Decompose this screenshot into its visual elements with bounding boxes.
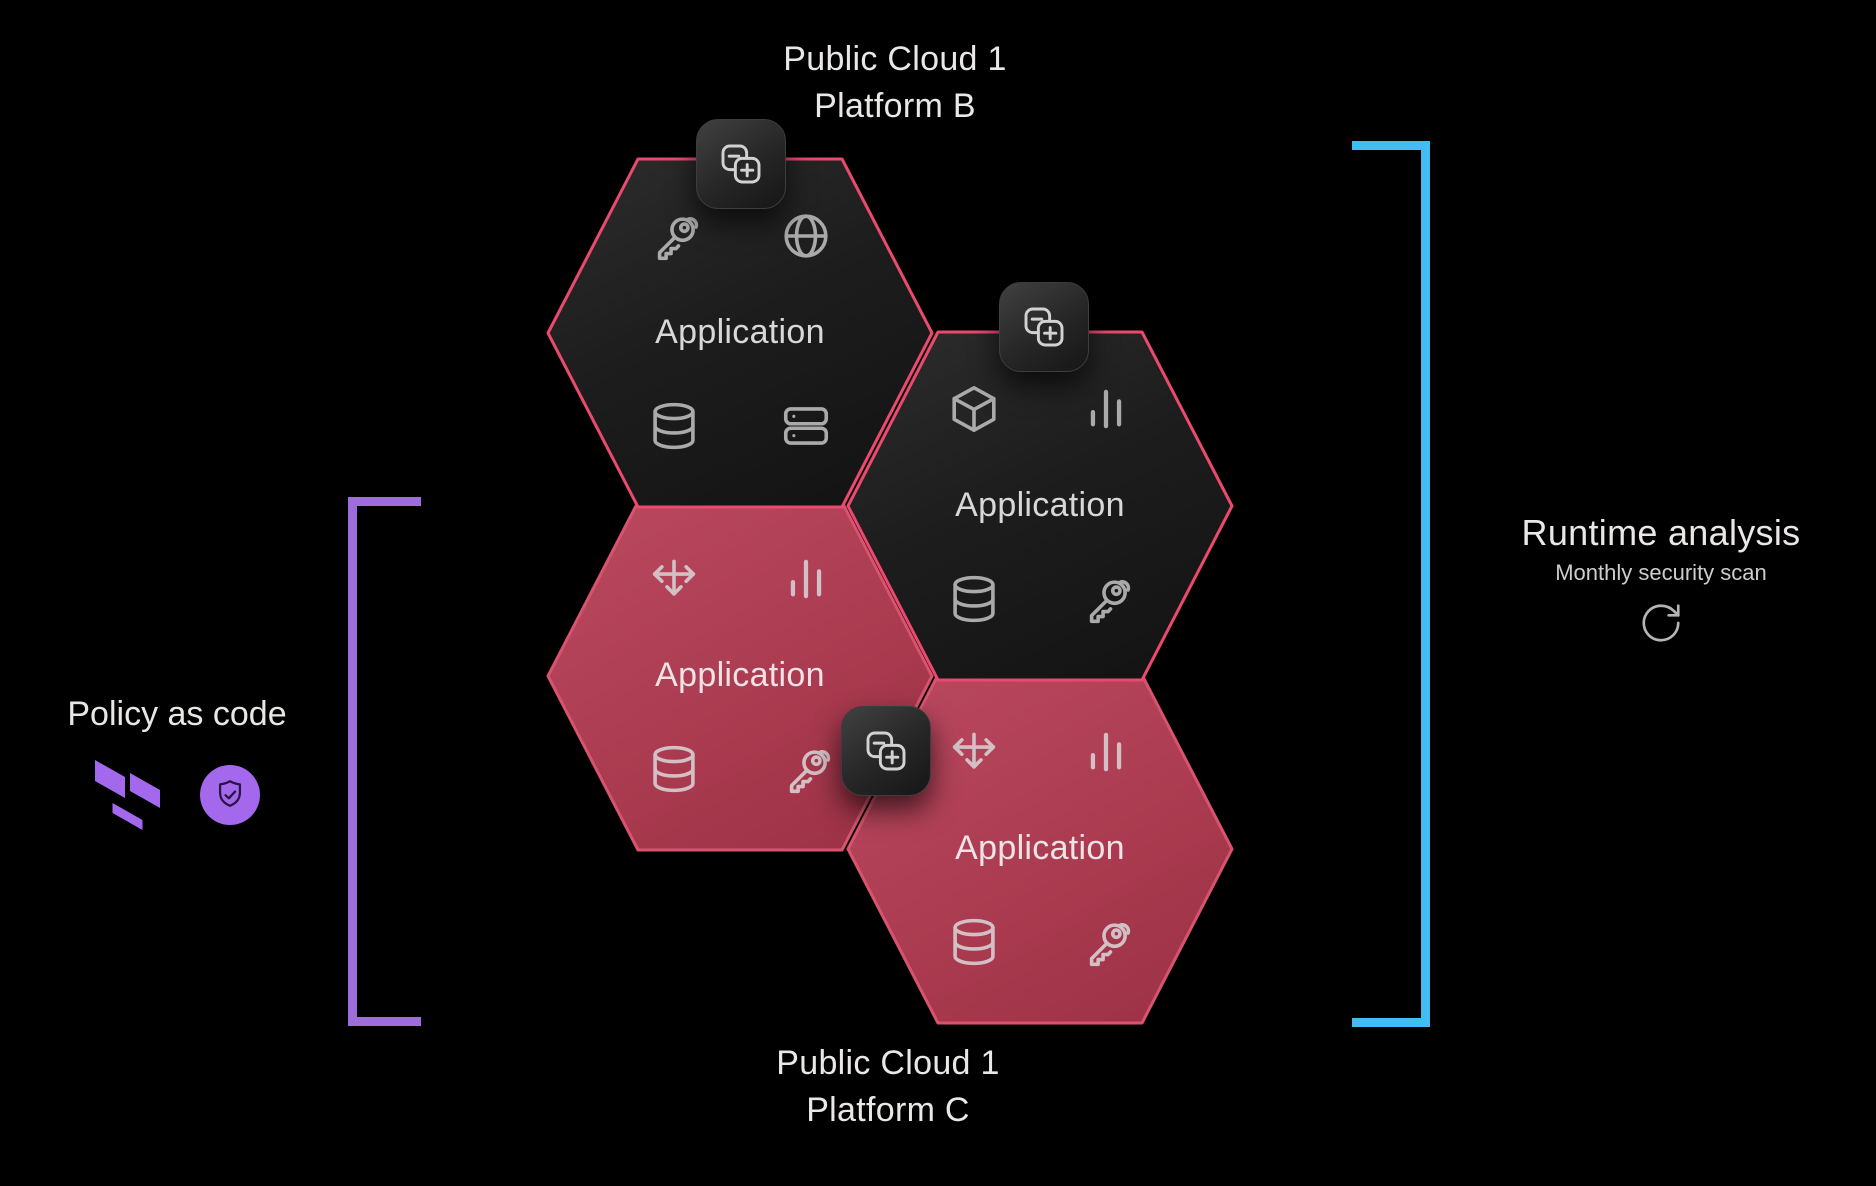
bar-chart-icon xyxy=(1079,382,1133,436)
scale-icon xyxy=(866,731,906,771)
policy-scope-bracket xyxy=(348,497,421,1026)
scale-badge-top xyxy=(696,119,786,209)
bottom-cloud-line1: Public Cloud 1 xyxy=(776,1044,1000,1082)
hexagon-application-bottom-left: Application xyxy=(546,500,934,852)
package-icon xyxy=(947,382,1001,436)
top-cloud-label: Public Cloud 1 Platform B xyxy=(595,36,1195,130)
bottom-cloud-line2: Platform C xyxy=(806,1091,970,1129)
database-icon xyxy=(647,742,701,796)
database-icon xyxy=(947,915,1001,969)
hexagon-application-top-right: Application xyxy=(846,330,1234,682)
policy-as-code-block: Policy as code xyxy=(27,694,327,830)
keys-icon xyxy=(647,209,701,263)
bar-chart-icon xyxy=(1079,725,1133,779)
server-icon xyxy=(779,399,833,453)
application-label: Application xyxy=(655,656,825,694)
scale-icon xyxy=(1024,307,1064,347)
terraform-logo-icon xyxy=(94,760,160,830)
application-label: Application xyxy=(955,486,1125,524)
hexagon-fill xyxy=(548,159,932,507)
database-icon xyxy=(947,572,1001,626)
globe-icon xyxy=(779,209,833,263)
shield-check-icon xyxy=(218,780,241,807)
keys-icon xyxy=(1079,572,1133,626)
scale-badge-bottom xyxy=(841,706,931,796)
runtime-analysis-title: Runtime analysis xyxy=(1521,512,1801,553)
move-icon xyxy=(647,552,701,606)
hexagon-border xyxy=(546,157,934,509)
database-icon xyxy=(647,399,701,453)
top-cloud-line2: Platform B xyxy=(814,87,976,125)
scale-icon xyxy=(721,144,761,184)
runtime-analysis-subtitle: Monthly security scan xyxy=(1555,560,1767,585)
keys-icon xyxy=(779,742,833,796)
bottom-cloud-label: Public Cloud 1 Platform C xyxy=(588,1040,1188,1134)
hexagon-fill xyxy=(848,332,1232,680)
rotate-cw-icon xyxy=(1642,604,1680,642)
runtime-analysis-block: Runtime analysis Monthly security scan xyxy=(1461,512,1861,646)
keys-icon xyxy=(1079,915,1133,969)
bar-chart-icon xyxy=(779,552,833,606)
policy-as-code-title: Policy as code xyxy=(67,695,287,733)
shield-check-badge xyxy=(199,765,260,825)
top-cloud-line1: Public Cloud 1 xyxy=(783,40,1007,78)
runtime-scope-bracket xyxy=(1352,141,1430,1027)
application-label: Application xyxy=(955,829,1125,867)
hexagon-border xyxy=(846,330,1234,682)
move-icon xyxy=(947,725,1001,779)
hexagon-application-top-left: Application xyxy=(546,157,934,509)
scale-badge-middle xyxy=(999,282,1089,372)
application-label: Application xyxy=(655,313,825,351)
